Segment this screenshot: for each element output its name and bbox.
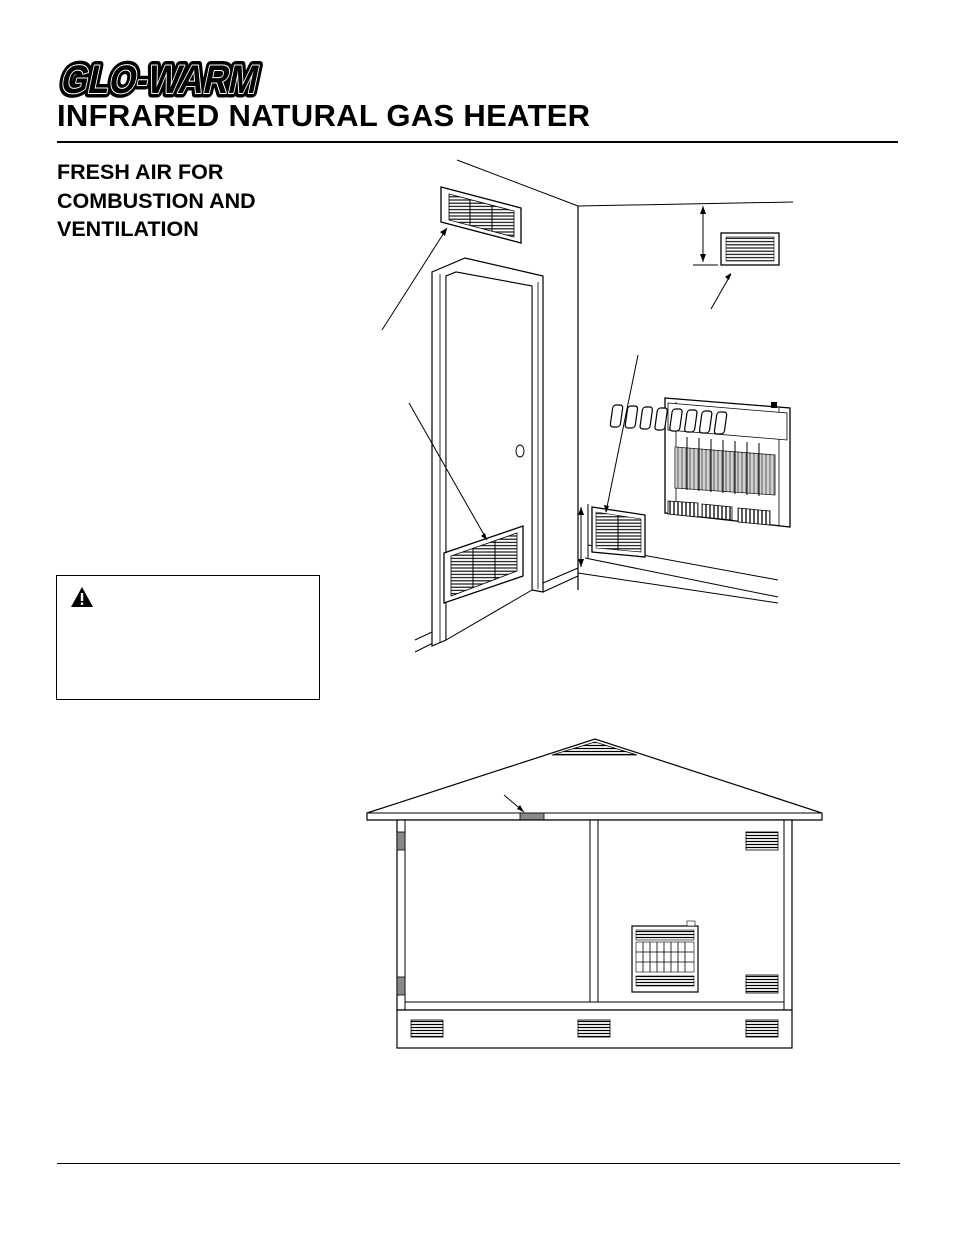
glo-warm-logo: GLO-WARM GLO-WARM GLO-WARM (55, 53, 265, 101)
footer-rule (57, 1163, 900, 1164)
title-rule (57, 141, 898, 143)
warning-triangle-icon (71, 587, 93, 607)
document-title: INFRARED NATURAL GAS HEATER (57, 98, 591, 133)
svg-text:GLO-WARM: GLO-WARM (58, 56, 264, 101)
svg-text:GLO-WARM: GLO-WARM (58, 56, 264, 101)
wall-heater-drawing (609, 397, 791, 528)
section-title: FRESH AIR FOR COMBUSTION AND VENTILATION (57, 158, 256, 244)
section-title-line-2: COMBUSTION AND (57, 188, 256, 213)
house-ventilation-figure (366, 738, 823, 1049)
section-title-line-3: VENTILATION (57, 217, 199, 241)
svg-text:GLO-WARM: GLO-WARM (58, 56, 264, 101)
room-ventilation-figure (381, 159, 794, 653)
warning-box (56, 575, 320, 700)
section-title-line-1: FRESH AIR FOR (57, 160, 224, 184)
